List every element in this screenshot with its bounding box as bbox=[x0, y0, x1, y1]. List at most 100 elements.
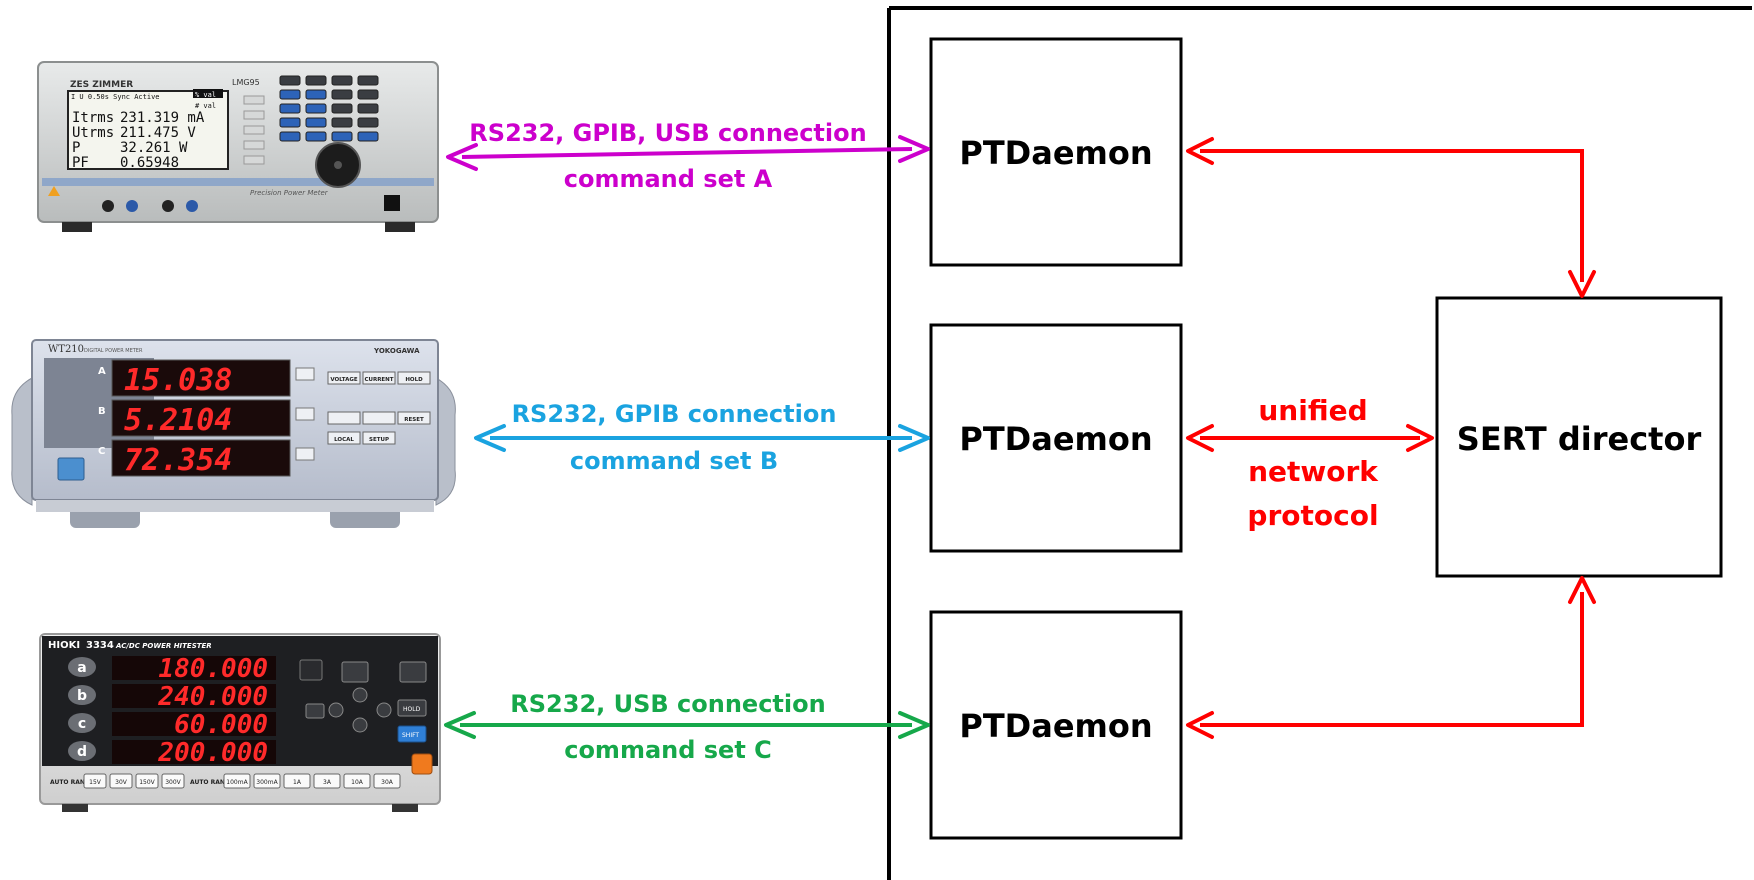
connection-c: RS232, USB connection command set C bbox=[444, 690, 930, 764]
power-meter-b-image: WT210 DIGITAL POWER METER YOKOGAWA A 15.0… bbox=[11, 339, 456, 528]
network-link-middle: unified network protocol bbox=[1186, 394, 1434, 532]
meter-b-subtitle: DIGITAL POWER METER bbox=[84, 348, 143, 354]
meter-a-row-value: 0.65948 bbox=[120, 155, 179, 171]
meter-a-key bbox=[305, 131, 327, 142]
meter-c-current-range-button bbox=[343, 773, 371, 789]
connection-b-command-set: command set B bbox=[570, 447, 778, 475]
ptdaemon-label-2: PTDaemon bbox=[959, 420, 1152, 458]
meter-c-current-range-button bbox=[253, 773, 281, 789]
meter-a-key bbox=[331, 131, 353, 142]
meter-c-current-range-label: 10A bbox=[351, 779, 364, 786]
meter-a-key bbox=[305, 103, 327, 114]
meter-a-keypad bbox=[279, 75, 379, 142]
meter-c-title: AC/DC POWER HITESTER bbox=[115, 642, 212, 650]
meter-c-display-c bbox=[112, 712, 276, 736]
connection-b-interfaces: RS232, GPIB connection bbox=[512, 400, 837, 428]
meter-a-terminals bbox=[102, 200, 198, 212]
meter-c-voltage-range-button bbox=[161, 773, 185, 789]
meter-c-voltage-range-label: 300V bbox=[165, 779, 181, 786]
meter-c-model: 3334 bbox=[86, 640, 114, 651]
meter-c-voltage-range-button bbox=[135, 773, 159, 789]
meter-a-tag2: # val bbox=[195, 102, 216, 110]
meter-c-brand: HIOKI bbox=[48, 640, 80, 651]
meter-c-channel-button bbox=[68, 741, 96, 761]
meter-a-key bbox=[305, 117, 327, 128]
meter-b-display-b bbox=[111, 399, 291, 437]
meter-a-key bbox=[331, 117, 353, 128]
meter-c-channel-button bbox=[68, 713, 96, 733]
connection-b: RS232, GPIB connection command set B bbox=[474, 400, 930, 475]
meter-b-button-label: VOLTAGE bbox=[330, 377, 358, 383]
meter-c-shift-label: SHIFT bbox=[402, 732, 419, 739]
meter-b-button bbox=[397, 371, 431, 385]
meter-a-caption: Precision Power Meter bbox=[250, 189, 329, 197]
meter-b-model: WT210 bbox=[48, 344, 84, 355]
meter-a-key bbox=[357, 103, 379, 114]
meter-a-row-name: PF bbox=[72, 155, 89, 171]
meter-b-channel-label: C bbox=[98, 446, 105, 457]
system-boundary bbox=[887, 6, 1752, 880]
meter-a-lcd bbox=[67, 90, 229, 170]
meter-b-button-label: RESET bbox=[404, 417, 424, 423]
meter-b-channel-label: B bbox=[98, 406, 106, 417]
meter-b-buttons: VOLTAGECURRENTHOLDSTARTSTOPRESETLOCALSET… bbox=[327, 371, 431, 445]
meter-a-row-name: P bbox=[72, 140, 80, 156]
meter-c-auto-range-v: AUTO RANGE bbox=[50, 779, 94, 786]
meter-b-power-switch bbox=[57, 457, 85, 481]
meter-b-display-c bbox=[111, 439, 291, 477]
meter-a-key bbox=[357, 117, 379, 128]
meter-a-row-value: 211.475 V bbox=[120, 125, 196, 141]
sert-director-box: SERT director bbox=[1435, 296, 1723, 578]
meter-c-channel-label: d bbox=[77, 744, 87, 760]
connection-a-interfaces: RS232, GPIB, USB connection bbox=[469, 119, 866, 147]
meter-c-auto-range-a: AUTO RANGE bbox=[190, 779, 234, 786]
meter-c-channel-button bbox=[68, 657, 96, 677]
meter-a-key bbox=[279, 131, 301, 142]
meter-a-row-name: Utrms bbox=[72, 125, 114, 141]
meter-c-channel-button bbox=[68, 685, 96, 705]
meter-c-voltage-range-label: 150V bbox=[139, 779, 155, 786]
ptdaemon-box-1: PTDaemon bbox=[929, 37, 1183, 267]
meter-c-current-range-button bbox=[313, 773, 341, 789]
meter-a-key bbox=[357, 89, 379, 100]
meter-c-reading: 240.000 bbox=[157, 682, 268, 712]
connection-c-interfaces: RS232, USB connection bbox=[510, 690, 825, 718]
meter-b-button bbox=[362, 431, 396, 445]
network-link-top bbox=[1186, 137, 1596, 298]
meter-a-key bbox=[279, 75, 301, 86]
meter-c-current-range-label: 1A bbox=[293, 779, 302, 786]
meter-b-button bbox=[327, 431, 361, 445]
meter-c-reading: 180.000 bbox=[158, 654, 268, 684]
meter-a-brand: ZES ZIMMER bbox=[70, 80, 133, 90]
meter-c-current-range-label: 100mA bbox=[226, 779, 248, 786]
meter-a-screen-header: I U 0.50s Sync Active bbox=[71, 93, 160, 101]
connection-a-command-set: command set A bbox=[564, 165, 773, 193]
sert-director-label: SERT director bbox=[1457, 420, 1702, 458]
network-link-bottom bbox=[1186, 576, 1596, 739]
meter-a-key bbox=[357, 75, 379, 86]
meter-b-button-label: CURRENT bbox=[364, 377, 393, 383]
meter-c-voltage-range-label: 30V bbox=[115, 779, 128, 786]
meter-b-channel-label: A bbox=[98, 366, 106, 377]
meter-c-reading: 200.000 bbox=[157, 738, 268, 768]
meter-b-reading: 5.2104 bbox=[124, 403, 232, 438]
network-label-line2: network bbox=[1248, 455, 1379, 488]
power-meter-a-image: ZES ZIMMER LMG95 I U 0.50s Sync Active %… bbox=[37, 61, 439, 232]
meter-b-button bbox=[327, 371, 361, 385]
meter-c-hold-label: HOLD bbox=[403, 706, 421, 713]
meter-b-brand: YOKOGAWA bbox=[373, 347, 420, 355]
meter-b-reading: 72.354 bbox=[124, 443, 232, 478]
meter-a-key bbox=[331, 103, 353, 114]
meter-c-reading: 60.000 bbox=[174, 710, 268, 740]
connection-c-command-set: command set C bbox=[564, 736, 772, 764]
network-label-line1: unified bbox=[1258, 394, 1367, 427]
meter-a-key bbox=[331, 75, 353, 86]
meter-b-reading: 15.038 bbox=[124, 363, 232, 398]
ptdaemon-box-2: PTDaemon bbox=[929, 323, 1183, 553]
meter-a-key bbox=[357, 131, 379, 142]
meter-c-current-range-label: 300mA bbox=[256, 779, 278, 786]
